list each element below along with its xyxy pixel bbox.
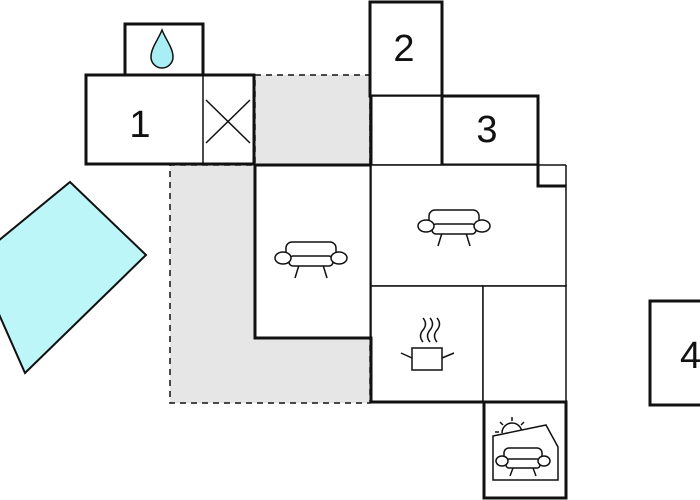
room-label-1: 1 — [129, 104, 150, 146]
kitchen — [370, 285, 484, 403]
corridor — [369, 95, 443, 166]
bedroom-4 — [648, 299, 700, 407]
swimming-pool — [0, 180, 148, 375]
utility-room — [482, 285, 567, 403]
cooking-pot-icon — [400, 317, 455, 371]
bedroom-2 — [368, 0, 444, 98]
sofa-icon — [417, 209, 491, 247]
bedroom-1 — [84, 73, 256, 166]
room-label-3: 3 — [476, 109, 497, 151]
sofa-icon — [274, 241, 348, 279]
water-drop-icon — [150, 27, 174, 69]
sun-sofa-icon — [492, 417, 559, 481]
room-label-2: 2 — [393, 28, 414, 70]
corner-wall — [536, 165, 566, 188]
toilet-cross-icon — [205, 99, 251, 144]
outer-wall — [253, 165, 566, 500]
room-label-4: 4 — [680, 335, 700, 377]
